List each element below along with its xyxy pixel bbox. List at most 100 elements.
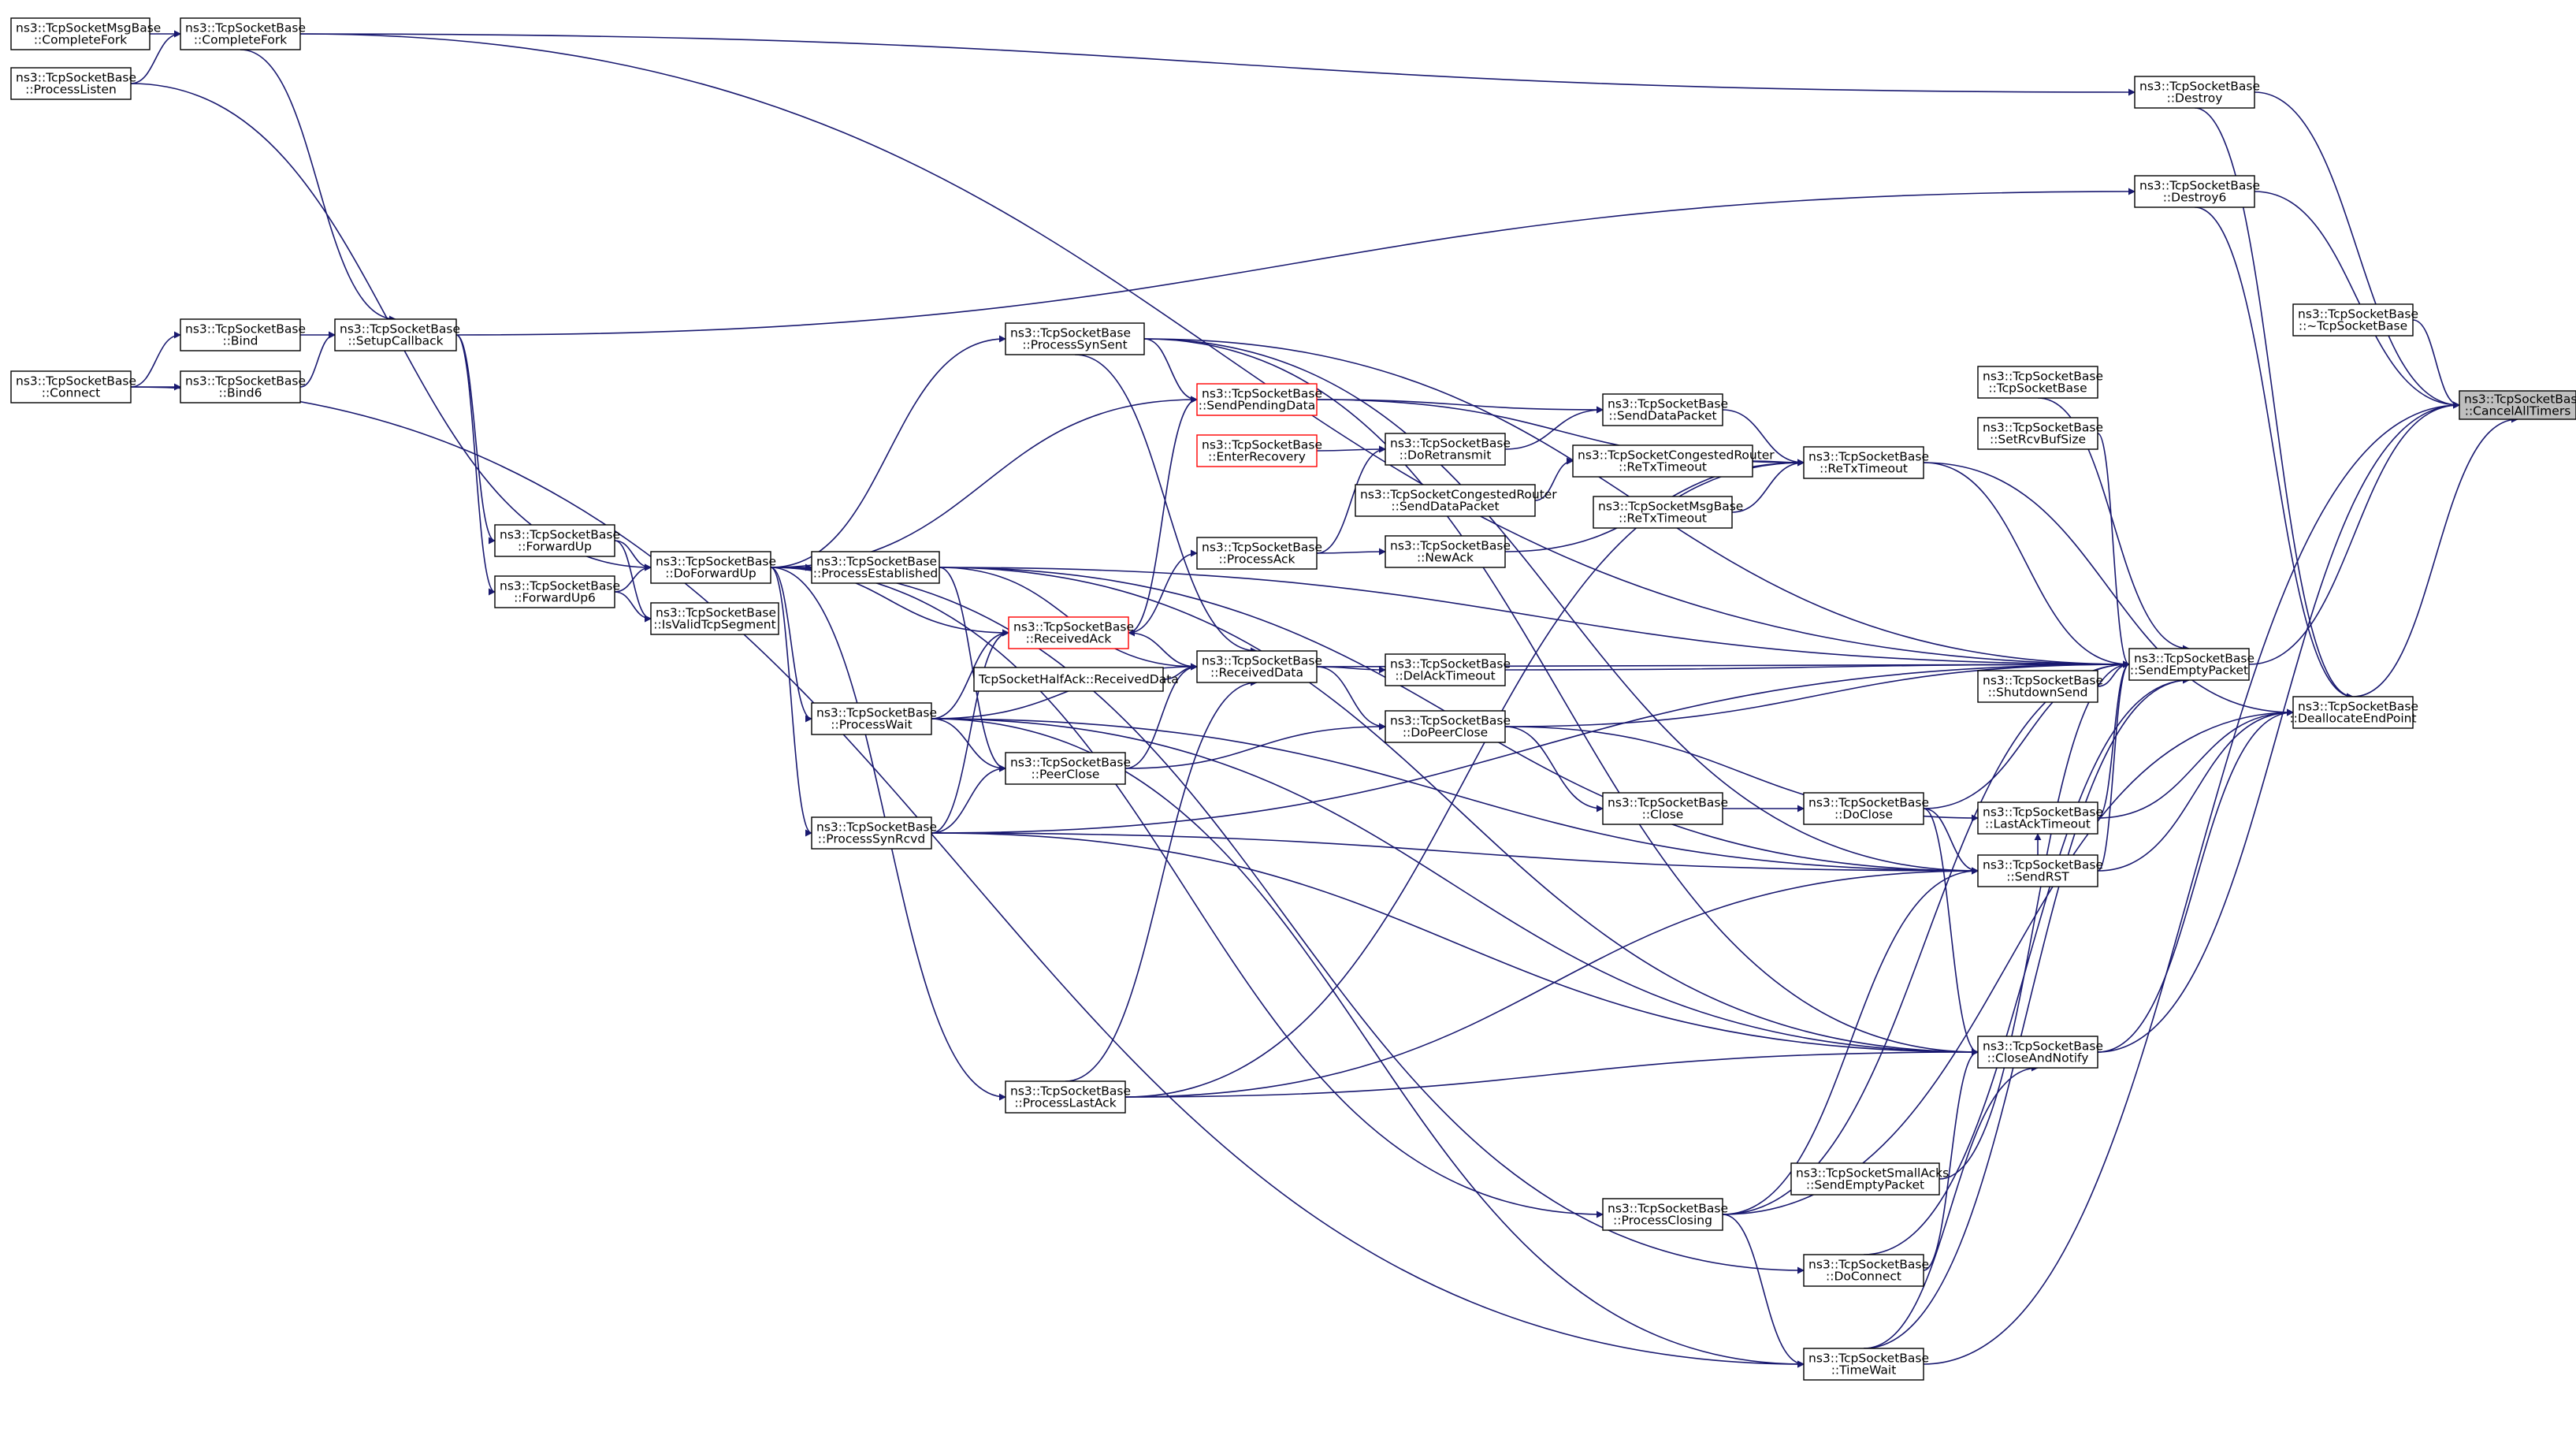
node-box[interactable] xyxy=(334,318,457,351)
node-peerClose[interactable]: ns3::TcpSocketBase::PeerClose xyxy=(1005,752,1131,785)
node-timeWait[interactable]: ns3::TcpSocketBase::TimeWait xyxy=(1803,1348,1929,1381)
node-deallocateEndPoint[interactable]: ns3::TcpSocketBase::DeallocateEndPoint xyxy=(2289,696,2418,729)
node-doRetransmit[interactable]: ns3::TcpSocketBase::DoRetransmit xyxy=(1385,433,1511,466)
node-box[interactable] xyxy=(1977,366,2098,399)
node-processSynRcvd[interactable]: ns3::TcpSocketBase::ProcessSynRcvd xyxy=(811,816,937,850)
node-box[interactable] xyxy=(1385,710,1506,743)
node-box[interactable] xyxy=(180,17,301,50)
node-box[interactable] xyxy=(1602,792,1723,825)
node-receivedAck[interactable]: ns3::TcpSocketBase::ReceivedAck xyxy=(1008,616,1134,649)
node-sendDataPacket[interactable]: ns3::TcpSocketBase::SendDataPacket xyxy=(1602,393,1728,426)
root-node-box[interactable] xyxy=(2459,390,2576,420)
node-box[interactable] xyxy=(1385,433,1506,466)
node-reTxTimeout[interactable]: ns3::TcpSocketBase::ReTxTimeout xyxy=(1803,446,1929,479)
node-setupCallback[interactable]: ns3::TcpSocketBase::SetupCallback xyxy=(334,318,460,351)
node-box[interactable] xyxy=(1803,1348,1924,1381)
node-box[interactable] xyxy=(1977,1036,2098,1069)
node-box[interactable] xyxy=(1977,670,2098,703)
node-box[interactable] xyxy=(1803,1254,1924,1287)
node-bind[interactable]: ns3::TcpSocketBase::Bind xyxy=(180,318,306,351)
node-processWait[interactable]: ns3::TcpSocketBase::ProcessWait xyxy=(811,702,937,735)
node-completeFork[interactable]: ns3::TcpSocketBase::CompleteFork xyxy=(180,17,306,50)
node-box[interactable] xyxy=(1005,752,1126,785)
node-msgBaseCompleteFork[interactable]: ns3::TcpSocketMsgBase::CompleteFork xyxy=(10,17,161,50)
node-box[interactable] xyxy=(1602,393,1723,426)
node-msgBaseReTx[interactable]: ns3::TcpSocketMsgBase::ReTxTimeout xyxy=(1593,496,1743,529)
node-shutdownSend[interactable]: ns3::TcpSocketBase::ShutdownSend xyxy=(1977,670,2103,703)
node-sendPendingData[interactable]: ns3::TcpSocketBase::SendPendingData xyxy=(1196,383,1322,416)
node-box[interactable] xyxy=(2292,303,2414,337)
node-closeAndNotify[interactable]: ns3::TcpSocketBase::CloseAndNotify xyxy=(1977,1036,2103,1069)
node-newAck[interactable]: ns3::TcpSocketBase::NewAck xyxy=(1385,535,1511,568)
node-box[interactable] xyxy=(973,667,1164,692)
node-box[interactable] xyxy=(1005,322,1145,355)
node-forwardUp6[interactable]: ns3::TcpSocketBase::ForwardUp6 xyxy=(494,575,620,608)
node-box[interactable] xyxy=(10,67,132,100)
node-isValidTcpSegment[interactable]: ns3::TcpSocketBase::IsValidTcpSegment xyxy=(650,602,779,635)
node-lastAckTimeout[interactable]: ns3::TcpSocketBase::LastAckTimeout xyxy=(1977,801,2103,835)
node-box[interactable] xyxy=(1790,1162,1940,1196)
node-box[interactable] xyxy=(650,602,779,635)
node-processListen[interactable]: ns3::TcpSocketBase::ProcessListen xyxy=(10,67,136,100)
node-box[interactable] xyxy=(1196,537,1318,570)
node-delAckTimeout[interactable]: ns3::TcpSocketBase::DelAckTimeout xyxy=(1385,653,1511,686)
node-forwardUp[interactable]: ns3::TcpSocketBase::ForwardUp xyxy=(494,524,620,557)
node-congestedSendData[interactable]: ns3::TcpSocketCongestedRouter::SendDataP… xyxy=(1355,484,1557,517)
node-box[interactable] xyxy=(1977,417,2098,450)
node-box[interactable] xyxy=(2128,648,2250,681)
node-doClose[interactable]: ns3::TcpSocketBase::DoClose xyxy=(1803,792,1929,825)
node-doForwardUp[interactable]: ns3::TcpSocketBase::DoForwardUp xyxy=(650,551,776,584)
node-box[interactable] xyxy=(1572,444,1753,478)
node-box[interactable] xyxy=(1008,616,1129,649)
node-box[interactable] xyxy=(1803,792,1924,825)
node-smallAcksSendEmpty[interactable]: ns3::TcpSocketSmallAcks::SendEmptyPacket xyxy=(1790,1162,1949,1196)
node-box[interactable] xyxy=(1803,446,1924,479)
node-box[interactable] xyxy=(1005,1080,1126,1114)
node-receivedData[interactable]: ns3::TcpSocketBase::ReceivedData xyxy=(1196,650,1322,683)
node-box[interactable] xyxy=(1196,650,1318,683)
node-enterRecovery[interactable]: ns3::TcpSocketBase::EnterRecovery xyxy=(1196,434,1322,467)
node-box[interactable] xyxy=(494,575,615,608)
node-box[interactable] xyxy=(1196,434,1318,467)
node-box[interactable] xyxy=(10,370,132,403)
node-cancelAllTimers[interactable]: ns3::TcpSocketBase::CancelAllTimers xyxy=(2459,390,2576,420)
node-dtor[interactable]: ns3::TcpSocketBase::~TcpSocketBase xyxy=(2292,303,2418,337)
node-box[interactable] xyxy=(180,370,301,403)
node-doPeerClose[interactable]: ns3::TcpSocketBase::DoPeerClose xyxy=(1385,710,1511,743)
node-box[interactable] xyxy=(1385,535,1506,568)
node-congestedReTx[interactable]: ns3::TcpSocketCongestedRouter::ReTxTimeo… xyxy=(1572,444,1775,478)
node-setRcvBufSize[interactable]: ns3::TcpSocketBase::SetRcvBufSize xyxy=(1977,417,2103,450)
node-processClosing[interactable]: ns3::TcpSocketBase::ProcessClosing xyxy=(1602,1198,1728,1231)
node-box[interactable] xyxy=(2292,696,2414,729)
node-box[interactable] xyxy=(494,524,615,557)
node-box[interactable] xyxy=(2134,76,2255,109)
node-box[interactable] xyxy=(1196,383,1318,416)
node-box[interactable] xyxy=(1385,653,1506,686)
node-box[interactable] xyxy=(811,551,940,584)
node-destroy[interactable]: ns3::TcpSocketBase::Destroy xyxy=(2134,76,2260,109)
node-sendEmptyPacket[interactable]: ns3::TcpSocketBase::SendEmptyPacket xyxy=(2128,648,2254,681)
node-processSynSent[interactable]: ns3::TcpSocketBase::ProcessSynSent xyxy=(1005,322,1145,355)
node-box[interactable] xyxy=(1977,854,2098,887)
node-box[interactable] xyxy=(180,318,301,351)
node-box[interactable] xyxy=(811,702,932,735)
node-close[interactable]: ns3::TcpSocketBase::Close xyxy=(1602,792,1728,825)
node-box[interactable] xyxy=(1355,484,1536,517)
node-processAck[interactable]: ns3::TcpSocketBase::ProcessAck xyxy=(1196,537,1322,570)
node-bind6[interactable]: ns3::TcpSocketBase::Bind6 xyxy=(180,370,306,403)
node-doConnect[interactable]: ns3::TcpSocketBase::DoConnect xyxy=(1803,1254,1929,1287)
node-halfAckReceivedData[interactable]: TcpSocketHalfAck::ReceivedData xyxy=(973,667,1179,692)
node-box[interactable] xyxy=(1593,496,1733,529)
node-box[interactable] xyxy=(1602,1198,1723,1231)
node-box[interactable] xyxy=(2134,175,2255,208)
node-box[interactable] xyxy=(1977,801,2098,835)
node-box[interactable] xyxy=(811,816,932,850)
node-box[interactable] xyxy=(10,17,151,50)
node-processLastAck[interactable]: ns3::TcpSocketBase::ProcessLastAck xyxy=(1005,1080,1131,1114)
node-ctor[interactable]: ns3::TcpSocketBase::TcpSocketBase xyxy=(1977,366,2103,399)
node-processEstablished[interactable]: ns3::TcpSocketBase::ProcessEstablished xyxy=(811,551,940,584)
node-destroy6[interactable]: ns3::TcpSocketBase::Destroy6 xyxy=(2134,175,2260,208)
node-box[interactable] xyxy=(650,551,771,584)
node-sendRST[interactable]: ns3::TcpSocketBase::SendRST xyxy=(1977,854,2103,887)
node-connect[interactable]: ns3::TcpSocketBase::Connect xyxy=(10,370,136,403)
